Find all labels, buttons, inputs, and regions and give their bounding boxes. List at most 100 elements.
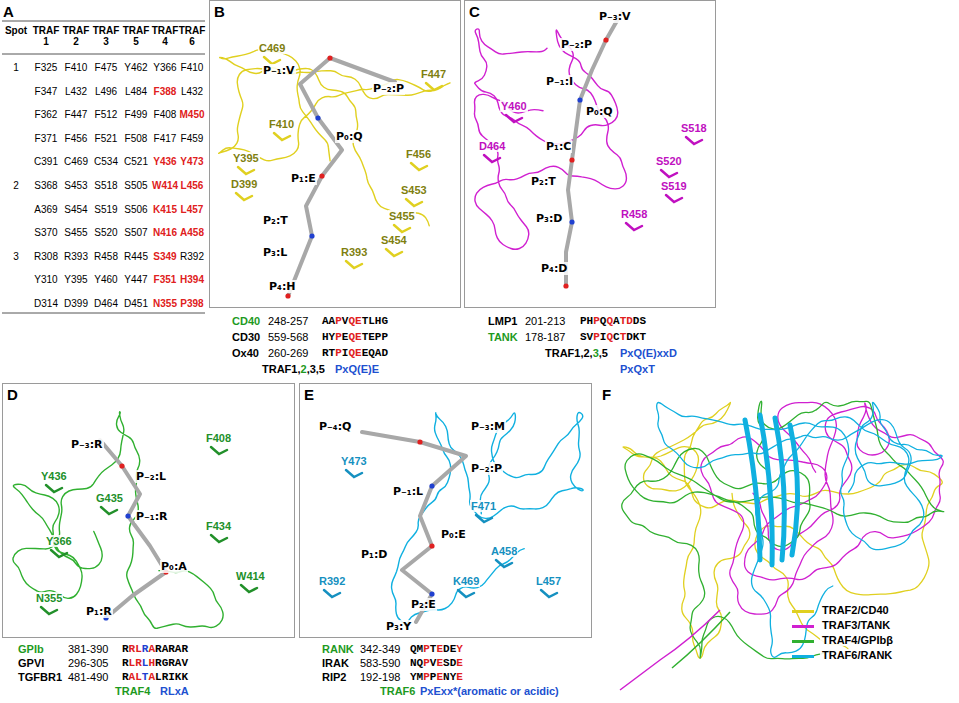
peptide-atom [125,513,130,518]
protein-name: RANK [322,643,354,655]
protein-name: TANK [488,331,518,343]
text-run: DE [443,643,456,655]
residue-stick [394,225,410,232]
residue-stick [236,193,252,200]
sequence-text: RLRLHRGRAV [122,657,188,669]
text-run: TD [620,315,633,327]
table-cell: P398 [180,298,203,309]
protein-name: TRAF1,2,3,5 [545,347,608,359]
table-cell: S505 [124,180,147,191]
table-cell: F351 [154,274,177,285]
peptide-label: P₁:E [290,172,317,185]
text-run: LRIKK [155,671,188,683]
table-cell: C521 [124,156,148,167]
table-cell: S454 [64,204,87,215]
residue-label: S454 [380,234,408,246]
text-run: E [436,671,443,683]
text-run: SV [580,331,593,343]
protein-name: GPIb [18,643,44,655]
residue-label: F447 [420,68,447,80]
text-run: I [342,347,349,359]
text-run: P [423,643,430,655]
peptide-label: P₀:Q [335,130,364,143]
text-run: YM [410,671,423,683]
table-header: TRAF 4 [149,25,181,47]
text-run: TLHG [362,315,388,327]
legend-swatch [792,640,814,643]
residue-label: D399 [230,178,258,190]
table-cell: F371 [35,133,58,144]
peptide-label: P₀:Q [585,105,614,118]
peptide-atom [417,439,422,444]
table-cell: F499 [125,109,148,120]
text-run: RL [129,643,142,655]
residue-label: F434 [205,520,232,532]
text-run: AA [322,315,335,327]
table-cell: F456 [65,133,88,144]
table-cell: 1 [13,62,19,73]
protein-name: IRAK [322,657,349,669]
legend-swatch [792,610,814,613]
peptide-stick [100,440,166,618]
peptide-label: P₋₂:L [135,470,167,483]
text-run: TRAF1,2, [545,347,593,359]
table-cell: F408 [154,109,177,120]
residue-stick [241,585,257,592]
beta-strand [775,418,784,560]
text-run: H [148,657,155,669]
text-run: T [430,643,437,655]
residue-stick [211,447,227,454]
peptide-label: P₁:D [360,548,388,561]
table-header: Spot [0,25,32,36]
residue-stick [458,590,474,597]
residue-stick [541,590,557,597]
text-run: V [342,315,349,327]
protein-tail [620,610,720,690]
protein-trace [657,402,942,657]
panel-letter: C [469,3,480,20]
residue-stick [476,515,492,522]
protein-name: Ox40 [232,347,259,359]
residue-stick [274,133,290,140]
beta-strand [790,425,798,555]
peptide-label: P₋₃:R [70,438,104,451]
text-run: C [613,331,620,343]
residue-range: 201-213 [525,315,565,327]
table-cell: S506 [124,204,147,215]
residue-label: K469 [452,575,480,587]
text-run: ,3,5 [307,363,325,375]
text-run: RT [322,347,335,359]
residue-label: F471 [470,500,497,512]
residue-stick [264,57,280,64]
text-run: QM [410,643,423,655]
table-cell: N416 [153,227,177,238]
table-cell: W414 [152,180,178,191]
residue-stick [506,115,522,122]
table-header: TRAF 1 [30,25,62,47]
text-run: A [613,315,620,327]
protein-name: RIP2 [322,671,346,683]
table-cell: S519 [94,204,117,215]
text-run: QE [348,331,361,343]
text-run: A [148,643,155,655]
residue-stick [426,83,442,90]
peptide-atom [569,157,574,162]
text-run: RARAR [155,643,188,655]
sequence-text: AAPVQETLHG [322,315,388,327]
beta-strand [745,420,760,560]
text-run: P [593,331,600,343]
text-run: P [335,315,342,327]
peptide-label: P₁:R [85,605,113,618]
motif-pattern: PxExx*(aromatic or acidic) [420,685,559,697]
table-cell: R392 [180,251,204,262]
protein-tail [672,612,730,668]
peptide-atom [603,37,608,42]
text-run: R [122,657,129,669]
table-cell: R308 [34,251,58,262]
residue-label: Y436 [40,470,68,482]
residue-stick [406,199,422,206]
residue-range: 248-257 [268,315,308,327]
legend-text: TRAF6/RANK [820,649,894,661]
peptide-label: P₋₄:Q [318,420,352,433]
residue-range: 342-349 [360,643,400,655]
